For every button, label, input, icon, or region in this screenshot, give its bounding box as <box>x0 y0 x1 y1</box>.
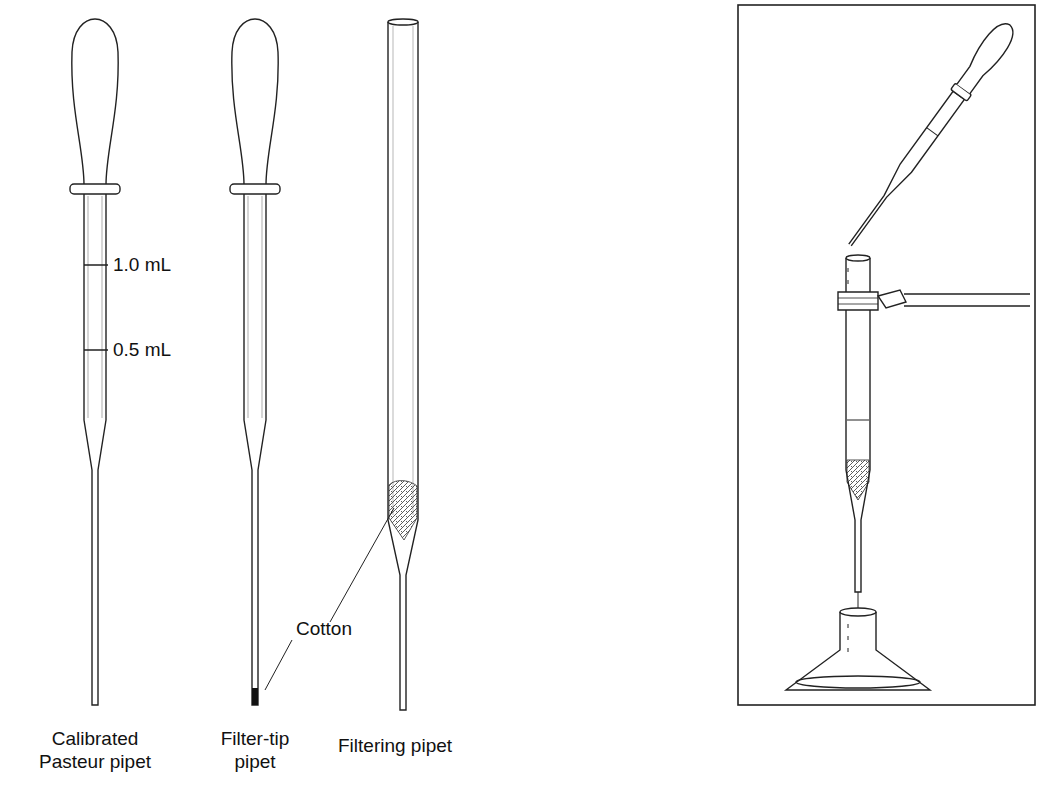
leader-line <box>265 508 394 690</box>
pipet-name: Filter-tip pipet <box>205 728 305 774</box>
pipet-name: Filtering pipet <box>338 735 452 758</box>
calibrated-pipet <box>70 19 120 705</box>
graduation-label: 0.5 mL <box>113 339 171 362</box>
part-label: Cotton <box>296 618 352 641</box>
graduation-label: 1.0 mL <box>113 254 171 277</box>
filtration-setup <box>738 5 1035 705</box>
filtering-pipet <box>388 19 418 710</box>
pipet-name: Calibrated Pasteur pipet <box>25 728 165 774</box>
filter-tip-pipet <box>230 19 280 705</box>
